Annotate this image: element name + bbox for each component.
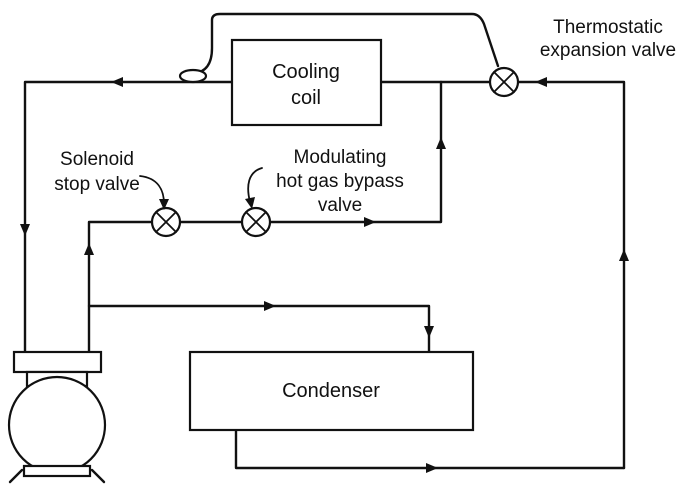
cooling-coil-box — [230, 38, 383, 127]
arrow-supply-up — [619, 249, 629, 261]
compressor — [7, 350, 107, 484]
cooling-coil-label-line2: coil — [291, 87, 321, 109]
suction-line — [23, 80, 234, 354]
arrow-discharge-right — [264, 301, 276, 311]
modulating-leader — [247, 167, 263, 203]
solenoid-label-line2: stop valve — [54, 174, 140, 195]
solenoid-stop-valve — [150, 206, 182, 238]
modulating-label-line2: hot gas bypass — [276, 171, 404, 192]
discharge-to-condenser — [87, 304, 431, 354]
bypass-line-right — [268, 80, 443, 224]
solenoid-leader-arrow — [159, 199, 169, 210]
modulating-label-line3: valve — [318, 195, 362, 216]
solenoid-label-line1: Solenoid — [60, 149, 134, 170]
arrow-coil-inlet-left — [535, 77, 547, 87]
cooling-coil-label-line1: Cooling — [272, 61, 340, 83]
thermostatic-label-line1: Thermostatic — [553, 17, 663, 38]
arrow-condenser-outlet-right — [426, 463, 438, 473]
arrow-bypass-up — [436, 137, 446, 149]
condenser-box — [188, 350, 475, 432]
arrow-condenser-down — [424, 326, 434, 338]
thermostatic-bulb — [178, 68, 208, 84]
discharge-riser — [87, 220, 154, 354]
thermostatic-label-line2: expansion valve — [540, 40, 676, 61]
arrow-bypass-right — [364, 217, 376, 227]
thermostatic-capillary — [191, 12, 500, 76]
liquid-supply-line-top — [516, 80, 626, 470]
arrow-riser-up — [84, 243, 94, 255]
condenser-outlet-line — [234, 428, 626, 470]
arrow-suction-left — [111, 77, 123, 87]
thermostatic-expansion-valve — [488, 66, 520, 98]
condenser-label: Condenser — [282, 380, 380, 402]
modulating-label-line1: Modulating — [294, 147, 387, 168]
modulating-leader-arrow — [245, 197, 255, 209]
modulating-bypass-valve — [240, 206, 272, 238]
arrow-suction-down — [20, 224, 30, 236]
